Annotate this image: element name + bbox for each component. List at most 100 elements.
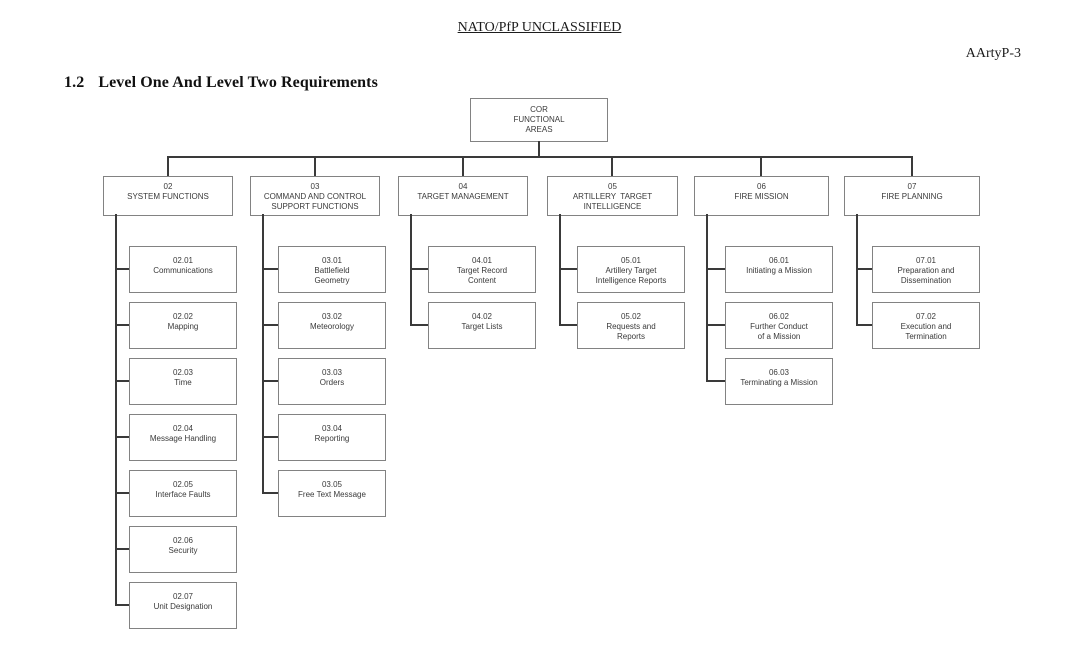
node-code: 04: [458, 182, 468, 191]
node-code: 03: [310, 182, 320, 191]
connector-stub-05-01: [559, 268, 578, 270]
node-02-06-security: 02.06 Security: [129, 526, 237, 573]
connector-drop-02: [167, 156, 169, 176]
connector-branch-03-spine: [262, 214, 264, 494]
node-label: FIRE MISSION: [734, 192, 789, 201]
node-label: Reporting: [314, 434, 350, 443]
connector-branch-07-spine: [856, 214, 858, 326]
node-label: COR FUNCTIONAL AREAS: [513, 105, 565, 134]
node-label: Communications: [153, 266, 213, 275]
node-03-command-and-control-support-functions: 03 COMMAND AND CONTROL SUPPORT FUNCTIONS: [250, 176, 380, 216]
connector-stub-03-03: [262, 380, 279, 382]
connector-stub-03-01: [262, 268, 279, 270]
node-label: Interface Faults: [155, 490, 211, 499]
connector-stub-02-04: [115, 436, 130, 438]
node-06-fire-mission: 06 FIRE MISSION: [694, 176, 829, 216]
node-code: 06: [757, 182, 766, 191]
node-code: 06.03: [768, 368, 790, 377]
connector-stub-02-05: [115, 492, 130, 494]
connector-stub-02-01: [115, 268, 130, 270]
node-code: 06.02: [768, 312, 790, 321]
connector-branch-02-spine: [115, 214, 117, 606]
node-code: 02.02: [172, 312, 194, 321]
node-07-02-execution-and-termination: 07.02 Execution and Termination: [872, 302, 980, 349]
node-02-05-interface-faults: 02.05 Interface Faults: [129, 470, 237, 517]
node-label: Battlefield Geometry: [314, 266, 350, 285]
node-code: 05.01: [620, 256, 642, 265]
node-label: ARTILLERY TARGET INTELLIGENCE: [572, 192, 653, 211]
node-02-system-functions: 02 SYSTEM FUNCTIONS: [103, 176, 233, 216]
node-label: COMMAND AND CONTROL SUPPORT FUNCTIONS: [263, 192, 367, 211]
node-label: Orders: [319, 378, 345, 387]
connector-stub-02-03: [115, 380, 130, 382]
node-label: Terminating a Mission: [740, 378, 818, 387]
node-02-01-communications: 02.01 Communications: [129, 246, 237, 293]
connector-drop-04: [462, 156, 464, 176]
node-label: Initiating a Mission: [746, 266, 812, 275]
node-06-01-initiating-a-mission: 06.01 Initiating a Mission: [725, 246, 833, 293]
node-label: Message Handling: [149, 434, 217, 443]
connector-stub-06-02: [706, 324, 726, 326]
node-label: Target Lists: [461, 322, 503, 331]
node-07-01-preparation-and-dissemination: 07.01 Preparation and Dissemination: [872, 246, 980, 293]
connector-stub-07-01: [856, 268, 873, 270]
section-number: 1.2: [64, 74, 85, 91]
connector-stub-06-03: [706, 380, 726, 382]
node-05-artillery-target-intelligence: 05 ARTILLERY TARGET INTELLIGENCE: [547, 176, 678, 216]
node-code: 07: [907, 182, 917, 191]
classification-header: NATO/PfP UNCLASSIFIED: [457, 20, 622, 35]
node-code: 02.04: [172, 424, 194, 433]
node-06-02-further-conduct-of-a-mission: 06.02 Further Conduct of a Mission: [725, 302, 833, 349]
node-label: Unit Designation: [153, 602, 213, 611]
connector-stub-02-07: [115, 604, 130, 606]
node-06-03-terminating-a-mission: 06.03 Terminating a Mission: [725, 358, 833, 405]
node-label: Time: [174, 378, 192, 387]
node-code: 03.05: [321, 480, 343, 489]
node-05-02-requests-and-reports: 05.02 Requests and Reports: [577, 302, 685, 349]
connector-branch-05-spine: [559, 214, 561, 326]
connector-stub-03-02: [262, 324, 279, 326]
node-04-target-management: 04 TARGET MANAGEMENT: [398, 176, 528, 216]
section-title: Level One And Level Two Requirements: [98, 74, 378, 91]
node-label: Free Text Message: [298, 490, 366, 499]
connector-branch-06-spine: [706, 214, 708, 382]
node-code: 07.01: [915, 256, 937, 265]
connector-top-rail: [167, 156, 913, 158]
node-02-07-unit-designation: 02.07 Unit Designation: [129, 582, 237, 629]
node-code: 02.03: [172, 368, 194, 377]
node-label: Target Record Content: [456, 266, 508, 285]
connector-drop-05: [611, 156, 613, 176]
node-code: 03.04: [321, 424, 343, 433]
node-label: TARGET MANAGEMENT: [417, 192, 509, 201]
node-label: Artillery Target Intelligence Reports: [595, 266, 667, 285]
node-label: FIRE PLANNING: [881, 192, 943, 201]
node-03-04-reporting: 03.04 Reporting: [278, 414, 386, 461]
node-code: 04.02: [471, 312, 493, 321]
node-label: Requests and Reports: [606, 322, 656, 341]
node-code: 03.02: [321, 312, 343, 321]
connector-stub-05-02: [559, 324, 578, 326]
node-03-01-battlefield-geometry: 03.01 Battlefield Geometry: [278, 246, 386, 293]
node-03-02-meteorology: 03.02 Meteorology: [278, 302, 386, 349]
connector-stub-07-02: [856, 324, 873, 326]
node-code: 03.03: [321, 368, 343, 377]
connector-drop-06: [760, 156, 762, 176]
section-heading: 1.2 Level One And Level Two Requirements: [64, 74, 378, 92]
connector-drop-07: [911, 156, 913, 176]
connector-root-stub: [538, 141, 540, 158]
node-label: Security: [168, 546, 198, 555]
node-code: 07.02: [915, 312, 937, 321]
node-code: 02.07: [172, 592, 194, 601]
node-04-02-target-lists: 04.02 Target Lists: [428, 302, 536, 349]
node-03-03-orders: 03.03 Orders: [278, 358, 386, 405]
node-label: SYSTEM FUNCTIONS: [127, 192, 209, 201]
connector-stub-04-01: [410, 268, 429, 270]
node-02-04-message-handling: 02.04 Message Handling: [129, 414, 237, 461]
node-code: 02.01: [172, 256, 194, 265]
node-label: Mapping: [167, 322, 199, 331]
node-05-01-artillery-target-intelligence-reports: 05.01 Artillery Target Intelligence Repo…: [577, 246, 685, 293]
connector-stub-04-02: [410, 324, 429, 326]
connector-branch-04-spine: [410, 214, 412, 326]
node-label: Execution and Termination: [900, 322, 952, 341]
